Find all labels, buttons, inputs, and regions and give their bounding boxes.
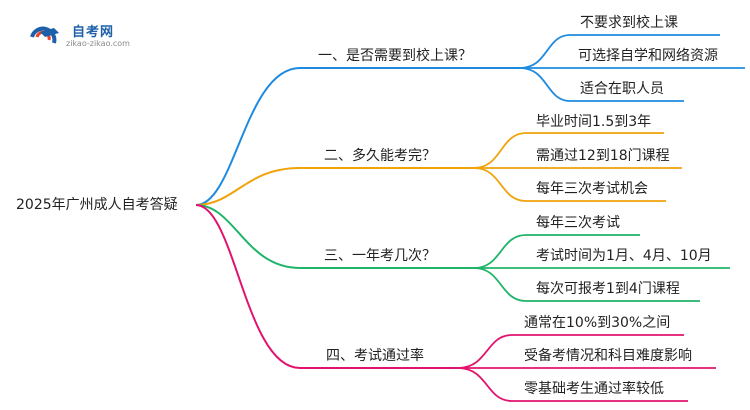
branch-3-child-3-connector bbox=[473, 267, 700, 302]
branch-2-child-1-connector bbox=[473, 132, 664, 169]
branch-2-connector bbox=[195, 167, 478, 206]
branch-3-label[interactable]: 三、一年考几次？ bbox=[324, 248, 436, 264]
logo-url: zikao-zikao.com bbox=[66, 39, 130, 48]
branch-2-child-3[interactable]: 每年三次考试机会 bbox=[536, 181, 648, 197]
branch-3-child-1[interactable]: 每年三次考试 bbox=[536, 215, 620, 231]
branch-1-child-1[interactable]: 不要求到校上课 bbox=[580, 15, 678, 31]
branch-4-child-2[interactable]: 受备考情况和科目难度影响 bbox=[524, 348, 692, 364]
branch-4-connector bbox=[195, 204, 462, 369]
branch-3-child-2[interactable]: 考试时间为1月、4月、10月 bbox=[536, 248, 712, 264]
logo-title: 自考网 bbox=[72, 25, 115, 40]
branch-2-label[interactable]: 二、多久能考完？ bbox=[324, 148, 436, 164]
branch-2-child-3-connector bbox=[473, 167, 666, 202]
branch-4-label[interactable]: 四、考试通过率 bbox=[326, 348, 424, 364]
branch-3-child-1-connector bbox=[473, 234, 640, 269]
branch-1-child-1-connector bbox=[519, 34, 720, 69]
root-topic[interactable]: 2025年广州成人自考答疑 bbox=[16, 197, 178, 213]
branch-3-connector bbox=[195, 204, 478, 269]
branch-1-child-3[interactable]: 适合在职人员 bbox=[580, 81, 664, 97]
branch-2-child-2[interactable]: 需通过12到18门课程 bbox=[536, 148, 670, 164]
branch-1-child-2[interactable]: 可选择自学和网络资源 bbox=[578, 48, 718, 64]
branch-2-child-1[interactable]: 毕业时间1.5到3年 bbox=[536, 114, 652, 130]
branch-1-connector bbox=[195, 67, 525, 206]
site-logo[interactable]: 自考网 zikao-zikao.com bbox=[28, 20, 158, 54]
branch-4-child-3-connector bbox=[457, 367, 688, 402]
branch-1-label[interactable]: 一、是否需要到校上课？ bbox=[318, 48, 472, 64]
branch-1-child-3-connector bbox=[519, 67, 684, 102]
branch-4-child-1[interactable]: 通常在10%到30%之间 bbox=[524, 315, 671, 331]
branch-4-child-3[interactable]: 零基础考生通过率较低 bbox=[524, 381, 664, 397]
branch-4-child-1-connector bbox=[457, 334, 684, 369]
graduation-cap-icon bbox=[30, 26, 59, 44]
branch-3-child-3[interactable]: 每次可报考1到4门课程 bbox=[536, 281, 680, 297]
